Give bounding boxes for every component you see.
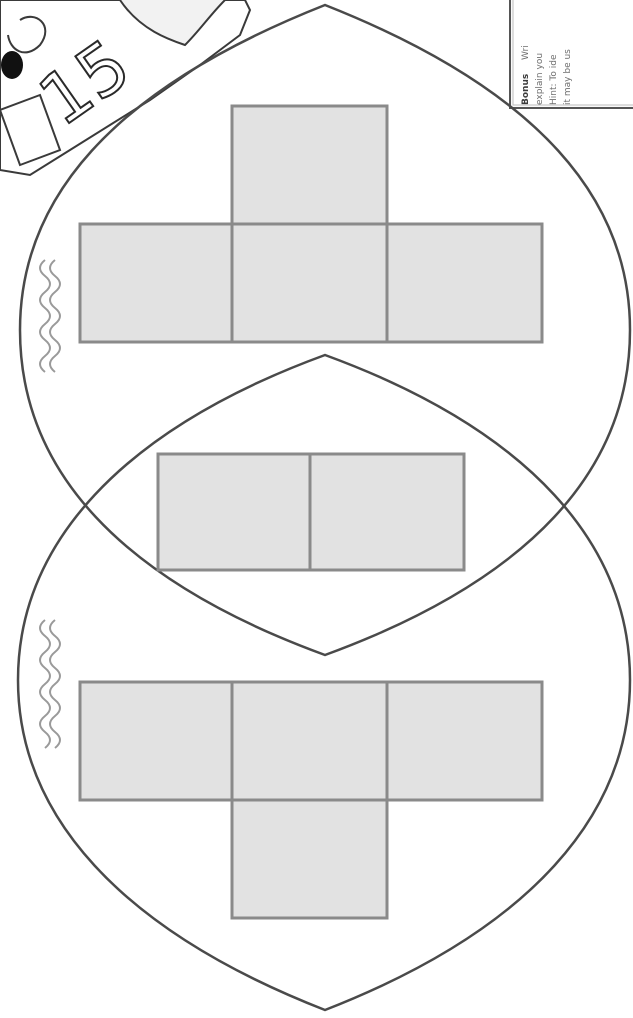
top-left-decoration: 15 (0, 0, 250, 175)
lower-square-right (387, 682, 542, 800)
lower-squiggle (40, 620, 60, 748)
upper-square-group (80, 106, 542, 342)
note-card-title: Bonus (521, 74, 531, 105)
overlap-square-right (310, 454, 464, 570)
lower-square-center (232, 682, 387, 800)
note-card-line-4: it may be us (563, 49, 573, 105)
upper-square-left (80, 224, 232, 342)
overlap-square-group (158, 454, 464, 570)
upper-square-center (232, 224, 387, 342)
overlap-square-left (158, 454, 310, 570)
note-card-line-2: explain you (535, 53, 545, 105)
upper-squiggle (40, 260, 60, 372)
note-card-line-1: Wri (521, 45, 531, 60)
upper-square-top (232, 106, 387, 224)
lower-square-left (80, 682, 232, 800)
note-card-line-3: Hint: To ide (549, 54, 559, 105)
lower-square-bottom (232, 800, 387, 918)
note-card: Bonus Wri explain you Hint: To ide it ma… (510, 0, 633, 108)
upper-square-right (387, 224, 542, 342)
black-blob-icon (1, 51, 23, 79)
lower-square-group (80, 682, 542, 918)
